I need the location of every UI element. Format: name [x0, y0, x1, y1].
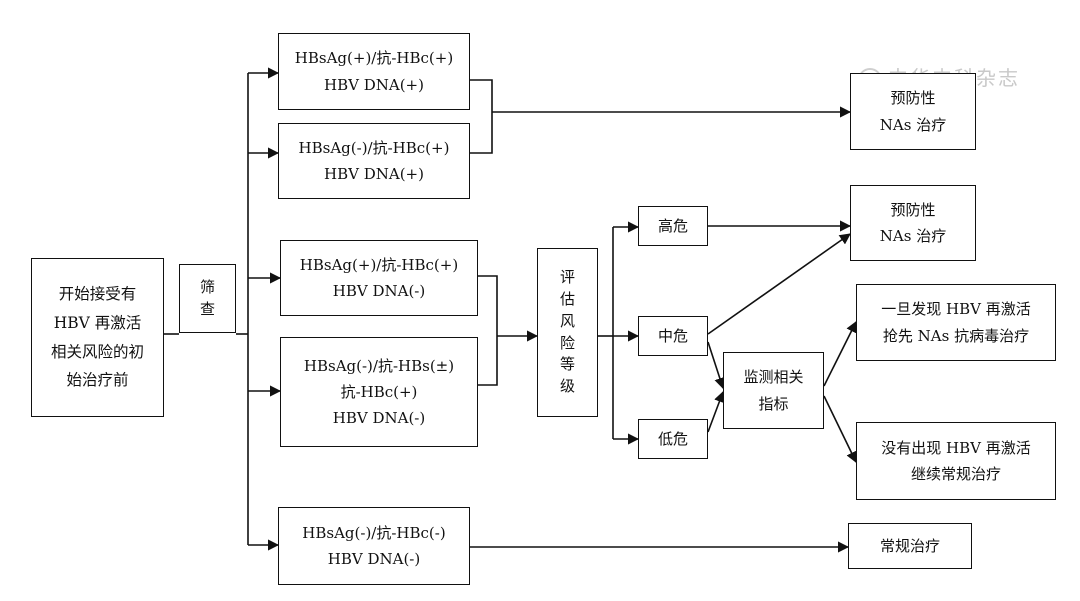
- arrow-low-to-monitor: [707, 390, 725, 433]
- bracket-g3-g4: [478, 275, 498, 386]
- arrow-monitor-to-noreact: [823, 395, 857, 464]
- node-monitor: 监测相关 指标: [723, 352, 824, 429]
- bracket-g1-g2: [470, 79, 493, 154]
- node-group-1: HBsAg(+)/抗-HBc(+) HBV DNA(+): [278, 33, 470, 110]
- node-group-5: HBsAg(-)/抗-HBc(-) HBV DNA(-): [278, 507, 470, 585]
- node-start: 开始接受有 HBV 再激活 相关风险的初 始治疗前: [31, 258, 164, 417]
- node-low-risk: 低危: [638, 419, 708, 459]
- arrow-monitor-to-react: [823, 320, 857, 387]
- node-screen: 筛 查: [179, 264, 236, 333]
- node-reactivation-found: 一旦发现 HBV 再激活 抢先 NAs 抗病毒治疗: [856, 284, 1056, 361]
- node-assess-risk: 评 估 风 险 等 级: [537, 248, 598, 417]
- node-mid-risk: 中危: [638, 316, 708, 356]
- node-no-reactivation: 没有出现 HBV 再激活 继续常规治疗: [856, 422, 1056, 500]
- node-group-4: HBsAg(-)/抗-HBs(±) 抗-HBc(+) HBV DNA(-): [280, 337, 478, 447]
- arrow-mid-to-monitor: [707, 341, 726, 390]
- node-high-risk: 高危: [638, 206, 708, 246]
- node-routine-treatment: 常规治疗: [848, 523, 972, 569]
- node-group-3: HBsAg(+)/抗-HBc(+) HBV DNA(-): [280, 240, 478, 316]
- node-prophylactic-1: 预防性 NAs 治疗: [850, 73, 976, 150]
- arrow-mid-to-prev2: [707, 233, 851, 335]
- node-group-2: HBsAg(-)/抗-HBc(+) HBV DNA(+): [278, 123, 470, 199]
- node-prophylactic-2: 预防性 NAs 治疗: [850, 185, 976, 261]
